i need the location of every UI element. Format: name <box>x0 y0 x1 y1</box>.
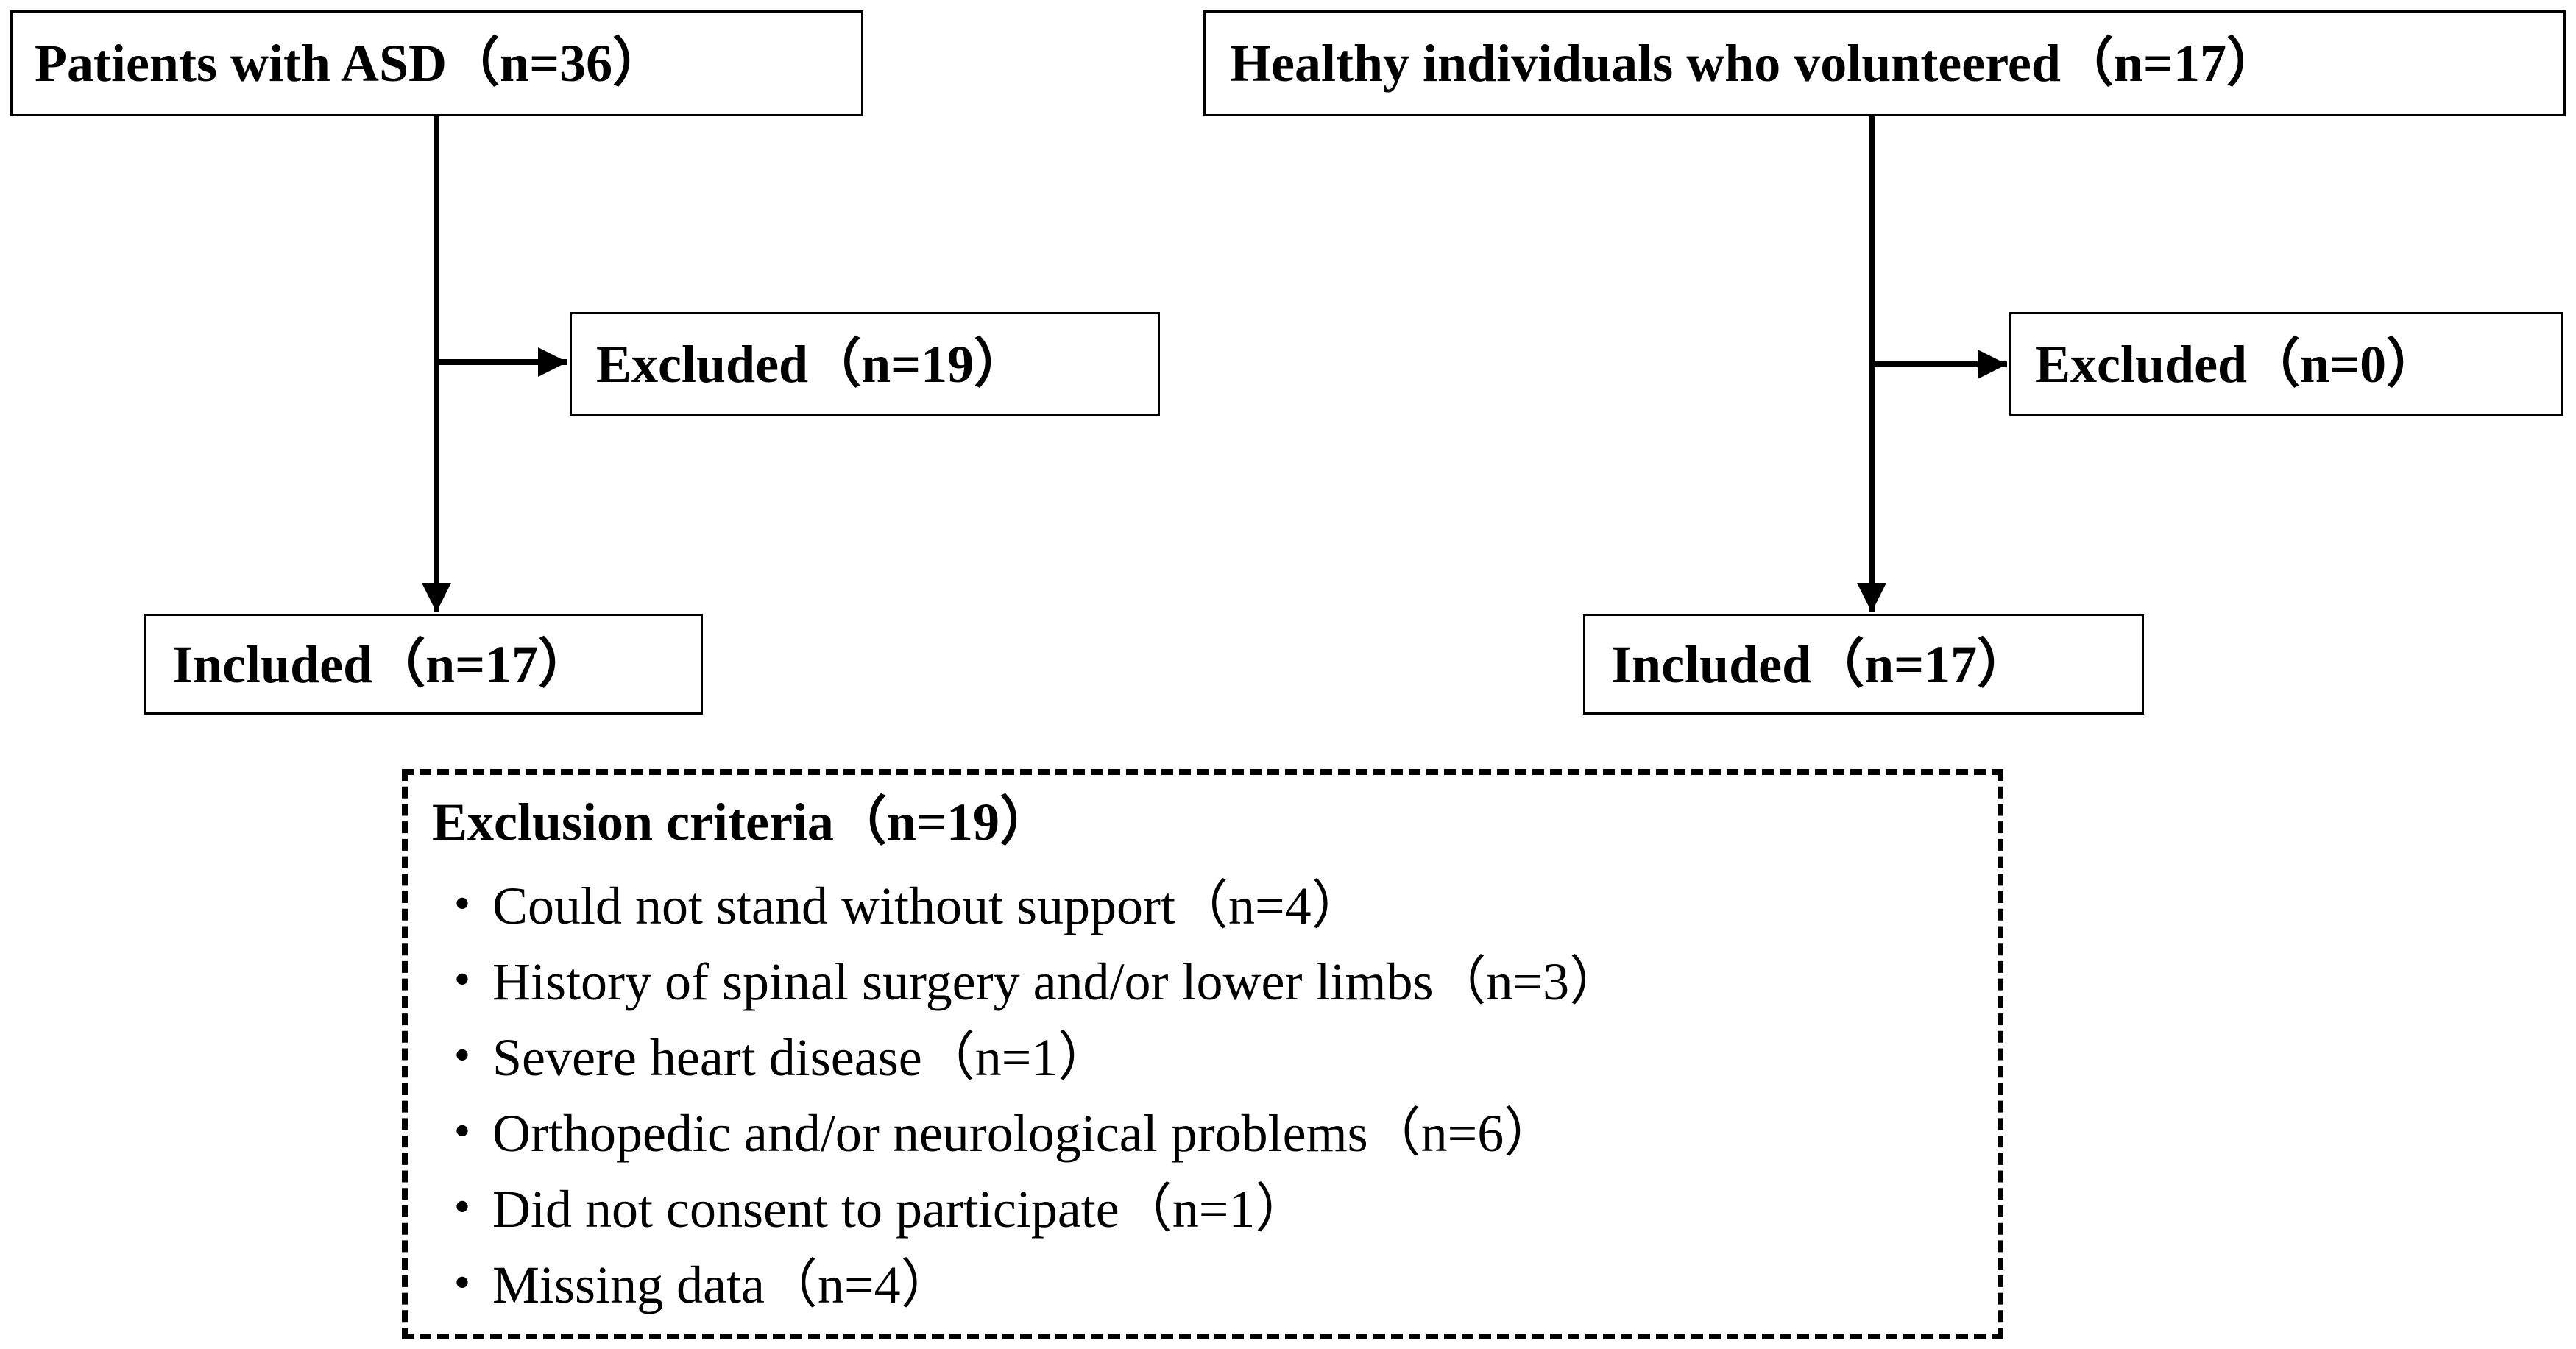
list-item: ・ Did not consent to participate（n=1） <box>432 1172 1998 1247</box>
asd-included-label: Included（n=17） <box>172 634 592 694</box>
list-item: ・ Severe heart disease（n=1） <box>432 1020 1998 1096</box>
exclusion-criteria-list: ・ Could not stand without support（n=4） ・… <box>432 868 1998 1323</box>
asd-excluded-label: Excluded（n=19） <box>596 334 1027 394</box>
criteria-item-text: Severe heart disease（n=1） <box>492 1028 1111 1087</box>
bullet-dot: ・ <box>435 877 489 935</box>
list-item: ・ History of spinal surgery and/or lower… <box>432 944 1998 1020</box>
healthy-excluded-box: Excluded（n=0） <box>2009 312 2563 416</box>
list-item: ・ Orthopedic and/or neurological problem… <box>432 1096 1998 1172</box>
criteria-item-text: Did not consent to participate（n=1） <box>492 1180 1309 1239</box>
asd-included-box: Included（n=17） <box>144 614 703 715</box>
bullet-dot: ・ <box>435 1028 489 1087</box>
bullet-dot: ・ <box>435 1256 489 1314</box>
healthy-included-label: Included（n=17） <box>1611 634 2031 694</box>
healthy-volunteers-label: Healthy individuals who volunteered（n=17… <box>1230 34 2279 93</box>
asd-patients-label: Patients with ASD（n=36） <box>35 34 666 93</box>
criteria-item-text: Orthopedic and/or neurological problems（… <box>492 1104 1557 1163</box>
asd-excluded-box: Excluded（n=19） <box>570 312 1160 416</box>
list-item: ・ Missing data（n=4） <box>432 1247 1998 1323</box>
criteria-item-text: Missing data（n=4） <box>492 1256 954 1314</box>
bullet-dot: ・ <box>435 1104 489 1163</box>
healthy-included-box: Included（n=17） <box>1583 614 2144 715</box>
bullet-dot: ・ <box>435 1180 489 1239</box>
asd-patients-box: Patients with ASD（n=36） <box>10 10 863 116</box>
healthy-excluded-label: Excluded（n=0） <box>2035 334 2440 394</box>
criteria-item-text: Could not stand without support（n=4） <box>492 877 1365 935</box>
criteria-item-text: History of spinal surgery and/or lower l… <box>492 952 1623 1011</box>
exclusion-criteria-box: Exclusion criteria（n=19） ・ Could not sta… <box>402 769 2003 1339</box>
list-item: ・ Could not stand without support（n=4） <box>432 868 1998 944</box>
bullet-dot: ・ <box>435 952 489 1011</box>
healthy-volunteers-box: Healthy individuals who volunteered（n=17… <box>1203 10 2566 116</box>
exclusion-criteria-title: Exclusion criteria（n=19） <box>432 793 1052 851</box>
